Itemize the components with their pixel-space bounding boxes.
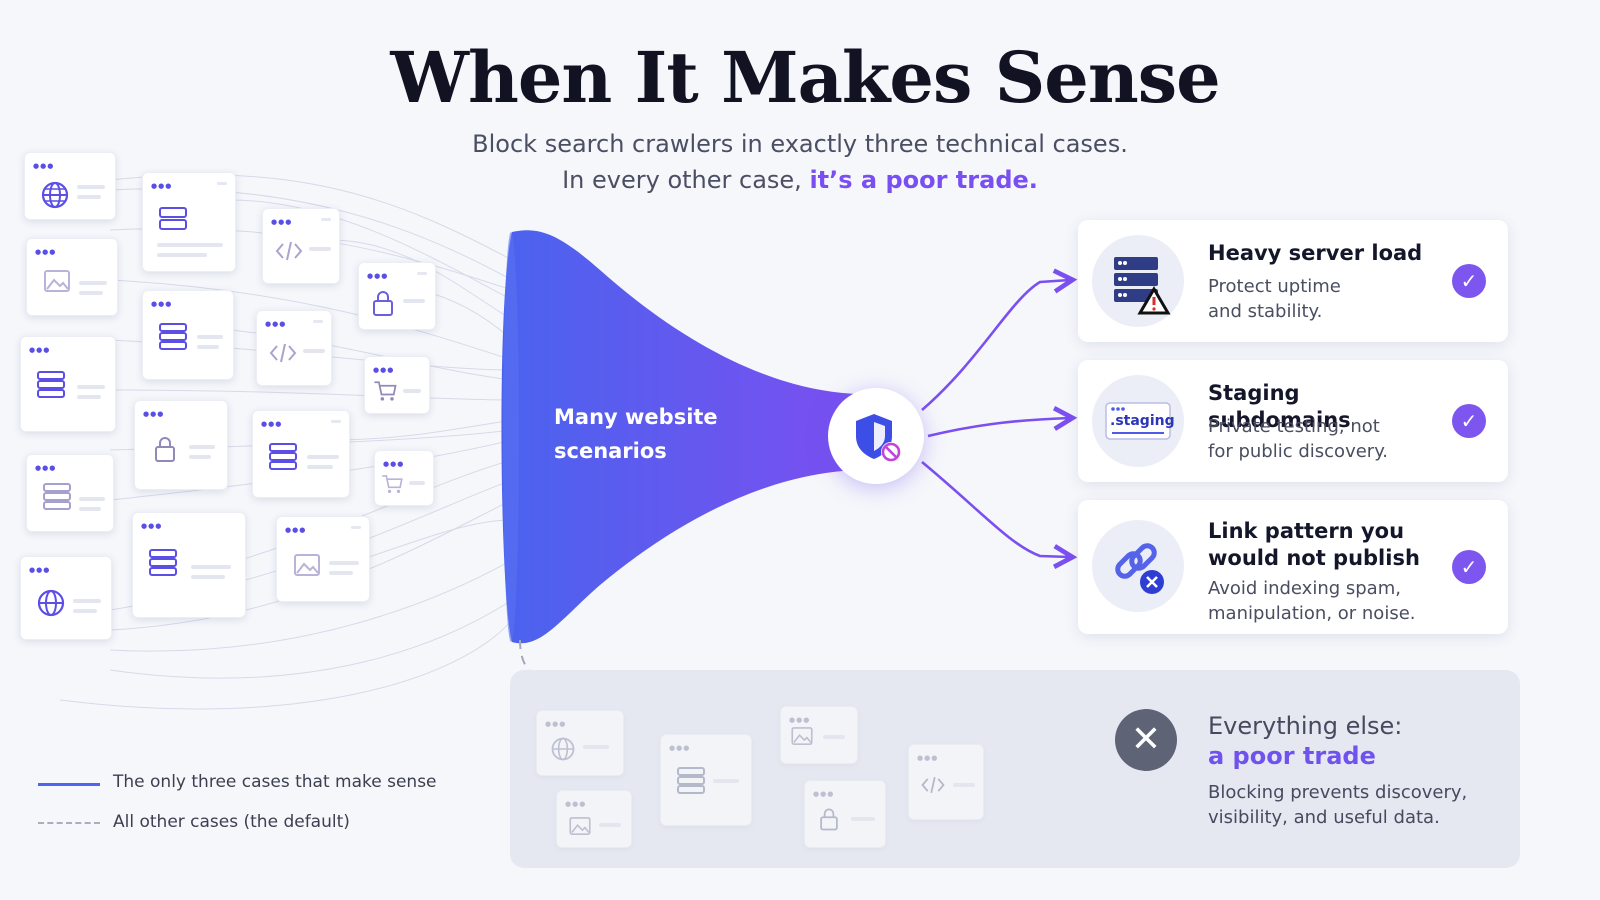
- funnel-label: Many website scenarios: [554, 400, 754, 468]
- shield-block-icon: [856, 414, 901, 462]
- legend-solid-line: [38, 783, 100, 786]
- code-icon: [921, 776, 945, 794]
- server-icon: [149, 549, 177, 576]
- globe-icon: [37, 589, 65, 617]
- everything-else-subtitle: a poor trade: [1208, 742, 1376, 770]
- check-icon: ✓: [1452, 404, 1486, 438]
- server-icon: [159, 207, 187, 230]
- case-description-line-2: for public discovery.: [1208, 441, 1388, 462]
- website-window: [374, 450, 434, 506]
- website-window: [276, 516, 370, 602]
- server-icon: [37, 371, 65, 398]
- case-title: Link pattern you would not publish: [1208, 518, 1448, 572]
- globe-icon: [41, 181, 69, 209]
- legend-dashed-line: [38, 822, 100, 824]
- subtitle-highlight: it’s a poor trade.: [809, 166, 1038, 194]
- check-icon: ✓: [1452, 264, 1486, 298]
- case-description-line-1: Private testing, not: [1208, 416, 1380, 437]
- lock-icon: [373, 291, 393, 316]
- server-icon: [43, 483, 71, 510]
- image-icon: [569, 817, 591, 835]
- case-card-link-pattern: Link pattern you would not publish Avoid…: [1078, 500, 1508, 634]
- broken-link-icon: [1092, 520, 1184, 612]
- case-description-line-1: Protect uptime: [1208, 276, 1341, 297]
- website-window: [134, 400, 228, 490]
- website-window: [804, 780, 886, 848]
- website-window: [536, 710, 624, 776]
- shield-block-node: [828, 388, 924, 484]
- everything-else-description-line-2: visibility, and useful data.: [1208, 807, 1440, 828]
- website-window: [26, 238, 118, 316]
- cart-icon: [374, 381, 397, 401]
- legend-dashed-label: All other cases (the default): [113, 812, 350, 832]
- close-icon: ✕: [1115, 709, 1177, 771]
- lock-icon: [820, 808, 838, 831]
- arrow-to-staging: [927, 406, 1078, 438]
- website-window: [556, 790, 632, 848]
- check-icon: ✓: [1452, 550, 1486, 584]
- subtitle-line-1: Block search crawlers in exactly three t…: [472, 130, 1128, 158]
- subtitle-line-2-prefix: In every other case,: [562, 166, 802, 194]
- website-window: [908, 744, 984, 820]
- arrow-to-link-pattern: [921, 460, 1078, 569]
- website-window: [358, 262, 436, 330]
- website-window: [256, 310, 332, 386]
- case-description: Avoid indexing spam, manipulation, or no…: [1208, 576, 1468, 626]
- website-window: [780, 706, 858, 764]
- funnel-shape: [501, 230, 860, 644]
- website-window: [364, 356, 430, 414]
- server-icon: [269, 443, 297, 470]
- case-description-line-2: and stability.: [1208, 301, 1323, 322]
- everything-else-title: Everything else:: [1208, 712, 1403, 740]
- case-title-line-1: Link pattern you: [1208, 519, 1405, 543]
- website-window: [142, 172, 236, 272]
- website-window: [252, 410, 350, 498]
- case-description-line-1: Avoid indexing spam,: [1208, 578, 1401, 599]
- case-title: Heavy server load: [1208, 241, 1423, 265]
- website-window: [20, 336, 116, 432]
- page-title: When It Makes Sense: [390, 36, 1220, 119]
- arrow-to-server-load: [921, 268, 1078, 411]
- image-icon: [44, 270, 70, 292]
- everything-else-description-line-1: Blocking prevents discovery,: [1208, 782, 1468, 803]
- image-icon: [294, 554, 320, 576]
- staging-window-icon: .staging: [1092, 375, 1184, 467]
- page-subtitle: Block search crawlers in exactly three t…: [0, 126, 1600, 198]
- case-description: Protect uptime and stability.: [1208, 274, 1468, 324]
- code-icon: [275, 241, 303, 261]
- website-window: [132, 512, 246, 618]
- case-card-server-load: Heavy server load Protect uptime and sta…: [1078, 220, 1508, 342]
- website-window: [20, 556, 112, 640]
- lock-icon: [155, 437, 175, 462]
- website-window: [262, 208, 340, 284]
- server-warning-icon: [1092, 235, 1184, 327]
- case-title: Staging subdomains: [1208, 381, 1351, 432]
- everything-else-description: Blocking prevents discovery, visibility,…: [1208, 780, 1488, 830]
- cart-icon: [382, 475, 403, 493]
- website-window: [26, 454, 114, 532]
- legend-solid-label: The only three cases that make sense: [113, 772, 437, 792]
- code-icon: [269, 343, 297, 363]
- case-title-line-2: would not publish: [1208, 546, 1420, 570]
- globe-icon: [551, 737, 575, 761]
- server-icon: [159, 323, 187, 350]
- funnel-label-line-1: Many website: [554, 405, 718, 429]
- website-window: [142, 290, 234, 380]
- image-icon: [791, 727, 813, 745]
- staging-label: .staging: [1110, 413, 1175, 429]
- funnel-label-line-2: scenarios: [554, 439, 667, 463]
- case-card-staging: .staging Staging subdomains Private test…: [1078, 360, 1508, 482]
- subtitle-line-2: In every other case, it’s a poor trade.: [0, 162, 1600, 198]
- server-icon: [677, 767, 705, 794]
- case-description: Private testing, not for public discover…: [1208, 414, 1468, 464]
- website-window: [660, 734, 752, 826]
- case-description-line-2: manipulation, or noise.: [1208, 603, 1416, 624]
- website-window: [24, 152, 116, 220]
